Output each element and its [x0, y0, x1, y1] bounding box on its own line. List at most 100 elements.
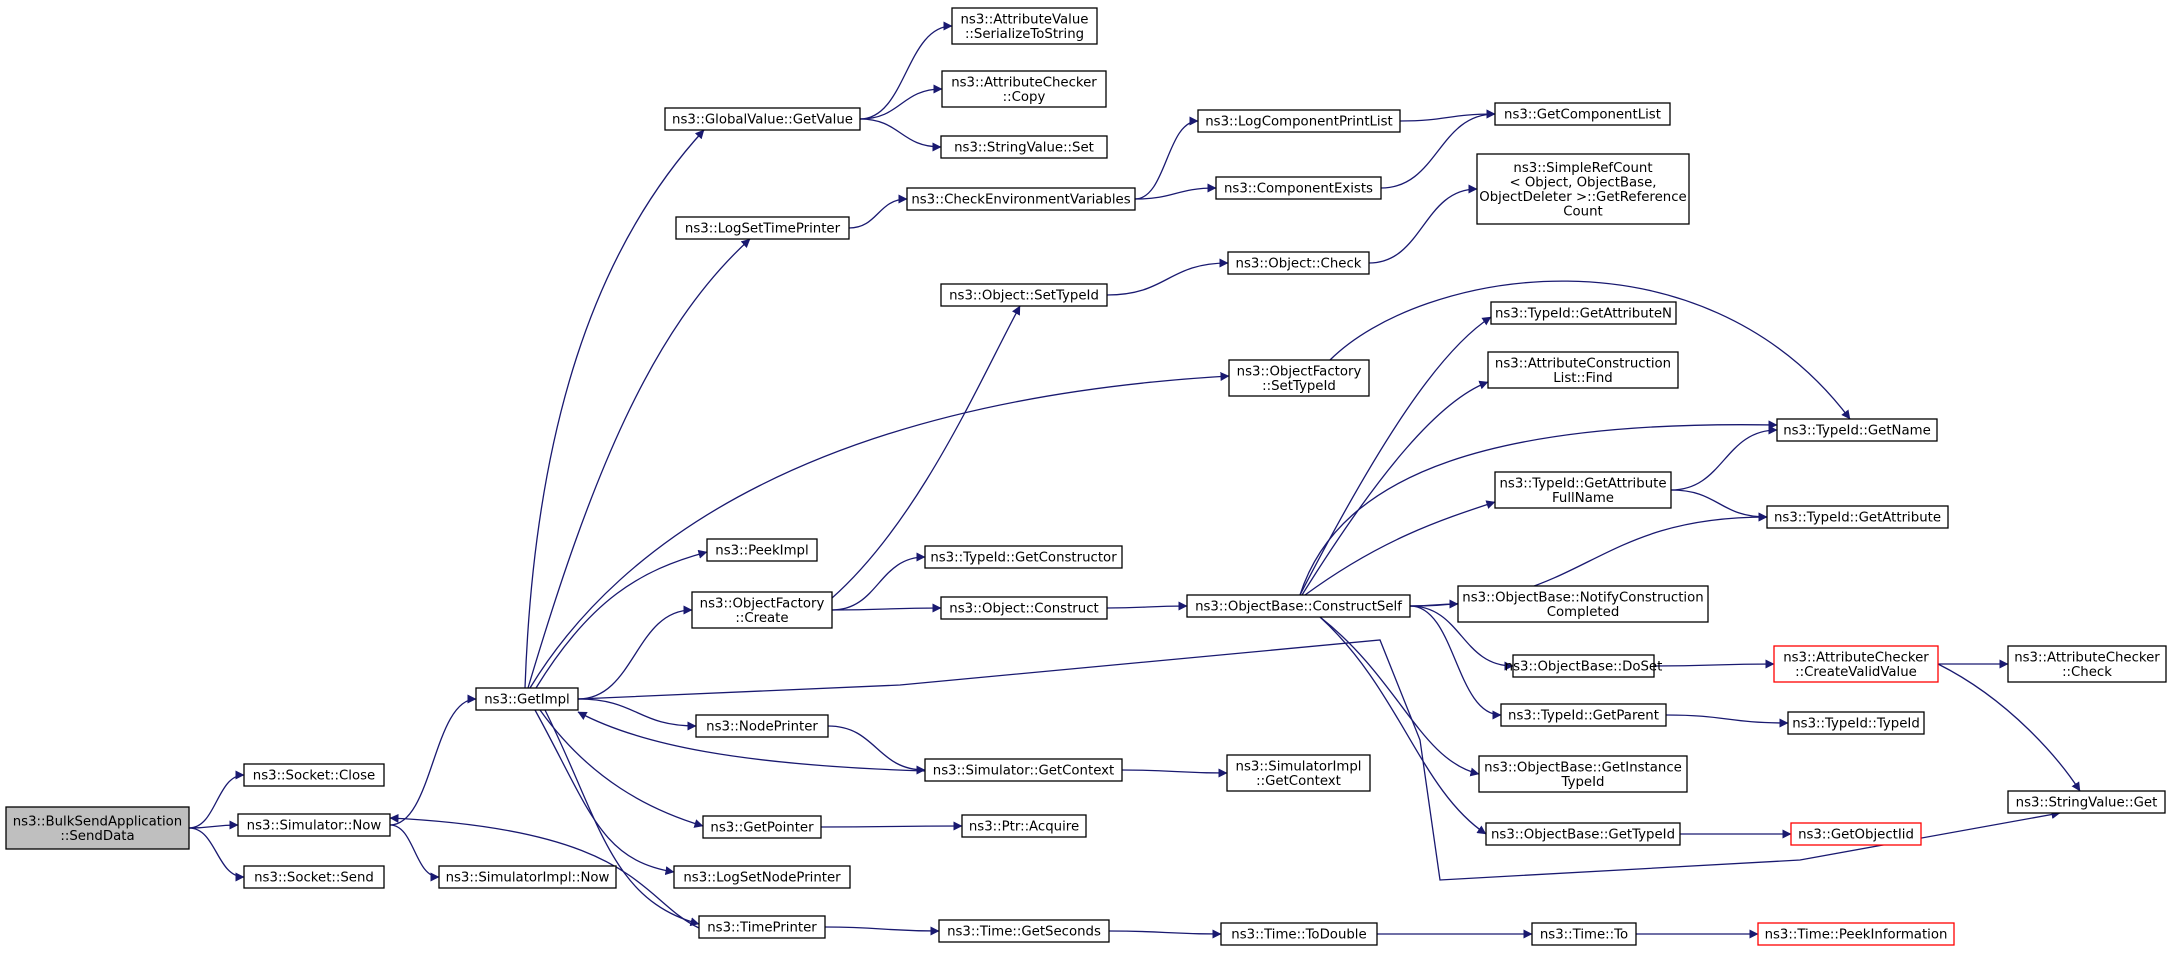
edge-gv_getvalue-to-ac_copy	[859, 84, 943, 120]
node-box	[1485, 822, 1681, 846]
node-ob-gettypeid[interactable]: ns3::ObjectBase::GetTypeId	[1485, 822, 1681, 846]
node-tid-getname[interactable]: ns3::TypeId::GetName	[1776, 418, 1938, 442]
edge-check_env-to-comp_exists	[1134, 183, 1217, 200]
node-typeid-getctor[interactable]: ns3::TypeId::GetConstructor	[924, 545, 1123, 569]
edge-tid_getattrfull-to-tid_getattr	[1670, 489, 1768, 522]
node-time-to[interactable]: ns3::Time::To	[1531, 922, 1637, 946]
edge-ob_constructself-to-acl_find	[1301, 380, 1489, 596]
node-box	[2007, 645, 2167, 683]
node-ptr-acquire[interactable]: ns3::Ptr::Acquire	[961, 814, 1087, 838]
node-box	[706, 538, 818, 562]
edge-tid_getparent-to-tid_typeid	[1665, 714, 1789, 728]
node-box	[1757, 922, 1955, 946]
node-gv-getvalue[interactable]: ns3::GlobalValue::GetValue	[664, 107, 861, 131]
node-label-line: ns3::Object::Check	[1236, 257, 1362, 272]
node-label-line: ns3::GetPointer	[710, 821, 814, 836]
node-label-line: ns3::TypeId::GetConstructor	[930, 551, 1117, 566]
node-label-line: ns3::Time::PeekInformation	[1765, 928, 1948, 943]
edge-ob_constructself-to-tid_getname	[1299, 420, 1778, 596]
edge-gv_getvalue-to-av_serialize	[859, 21, 953, 120]
edge-ob_constructself-to-ob_getinst	[1319, 616, 1480, 777]
node-ob-doset[interactable]: ns3::ObjectBase::DoSet	[1505, 654, 1663, 678]
node-time-getseconds[interactable]: ns3::Time::GetSeconds	[938, 919, 1110, 943]
node-log-set-time[interactable]: ns3::LogSetTimePrinter	[675, 216, 850, 240]
edge-get_impl-to-of_settypeid	[529, 372, 1230, 689]
edge-check_env-to-log_comp_print	[1134, 116, 1199, 200]
node-simimpl-getcontext[interactable]: ns3::SimulatorImpl::GetContext	[1226, 754, 1371, 792]
node-get-objectiid[interactable]: ns3::GetObjectIid	[1790, 822, 1922, 846]
node-box	[1766, 505, 1949, 529]
node-tid-getattr[interactable]: ns3::TypeId::GetAttribute	[1766, 505, 1949, 529]
node-tid-typeid[interactable]: ns3::TypeId::TypeId	[1787, 711, 1925, 735]
node-obj-check[interactable]: ns3::Object::Check	[1227, 251, 1370, 275]
node-tid-getparent[interactable]: ns3::TypeId::GetParent	[1500, 703, 1667, 727]
node-obj-settypeid[interactable]: ns3::Object::SetTypeId	[940, 283, 1108, 307]
edge-log_comp_print-to-get_comp_list	[1399, 109, 1496, 122]
node-label-line: Completed	[1547, 605, 1620, 620]
node-label-line: ns3::ObjectBase::ConstructSelf	[1195, 600, 1402, 615]
node-label-line: ::SendData	[60, 829, 134, 844]
edge-get_pointer-to-ptr_acquire	[820, 821, 963, 831]
edge-ob_constructself-to-ob_doset	[1409, 605, 1514, 671]
node-box	[664, 107, 861, 131]
node-of-create[interactable]: ns3::ObjectFactory::Create	[691, 591, 833, 629]
node-log-set-node[interactable]: ns3::LogSetNodePrinter	[673, 865, 851, 889]
node-tid-getattrn[interactable]: ns3::TypeId::GetAttributeN	[1490, 301, 1677, 325]
node-box	[961, 814, 1087, 838]
edges-layer	[188, 21, 2081, 939]
node-time-peekinfo[interactable]: ns3::Time::PeekInformation	[1757, 922, 1955, 946]
node-sim-now[interactable]: ns3::Simulator::Now	[237, 813, 391, 837]
node-ob-notify[interactable]: ns3::ObjectBase::NotifyConstructionCompl…	[1457, 585, 1709, 623]
node-simimpl-now[interactable]: ns3::SimulatorImpl::Now	[438, 865, 617, 889]
node-check-env[interactable]: ns3::CheckEnvironmentVariables	[906, 187, 1136, 211]
node-time-todouble[interactable]: ns3::Time::ToDouble	[1220, 922, 1378, 946]
node-box	[5, 806, 190, 850]
node-get-comp-list[interactable]: ns3::GetComponentList	[1494, 102, 1671, 126]
node-get-impl[interactable]: ns3::GetImpl	[475, 687, 579, 711]
node-label-line: ns3::StringValue::Get	[2016, 796, 2158, 811]
node-sim-getcontext[interactable]: ns3::Simulator::GetContext	[924, 758, 1123, 782]
node-label-line: ns3::GlobalValue::GetValue	[672, 113, 853, 128]
node-ac-createvalid[interactable]: ns3::AttributeChecker::CreateValidValue	[1773, 645, 1939, 683]
node-label-line: ns3::TypeId::GetAttributeN	[1495, 307, 1672, 322]
node-label-line: ns3::NodePrinter	[706, 720, 818, 735]
node-box	[673, 865, 851, 889]
node-label-line: ::Check	[2062, 665, 2112, 680]
node-obj-construct[interactable]: ns3::Object::Construct	[940, 596, 1108, 620]
node-log-comp-print[interactable]: ns3::LogComponentPrintList	[1197, 109, 1401, 133]
node-ob-constructself[interactable]: ns3::ObjectBase::ConstructSelf	[1186, 594, 1411, 618]
node-sv-get[interactable]: ns3::StringValue::Get	[2007, 790, 2166, 814]
node-box	[1478, 755, 1688, 793]
node-label-line: ns3::PeekImpl	[715, 544, 808, 559]
node-node-printer[interactable]: ns3::NodePrinter	[695, 714, 829, 738]
node-root[interactable]: ns3::BulkSendApplication::SendData	[5, 806, 190, 850]
node-label-line: ns3::CheckEnvironmentVariables	[911, 193, 1130, 208]
node-ac-copy[interactable]: ns3::AttributeChecker::Copy	[941, 70, 1107, 108]
node-get-pointer[interactable]: ns3::GetPointer	[702, 815, 822, 839]
node-label-line: ObjectDeleter >::GetReference	[1479, 190, 1686, 205]
edge-ob_constructself-to-tid_getparent	[1409, 605, 1502, 720]
node-label-line: ::GetContext	[1256, 774, 1341, 789]
node-label-line: ns3::SimulatorImpl::Now	[446, 871, 610, 886]
node-av-serialize[interactable]: ns3::AttributeValue::SerializeToString	[951, 7, 1098, 45]
node-label-line: ns3::ObjectBase::DoSet	[1505, 660, 1663, 675]
node-comp-exists[interactable]: ns3::ComponentExists	[1215, 176, 1382, 200]
edge-obj_settypeid-to-obj_check	[1106, 258, 1229, 296]
node-sock-send[interactable]: ns3::Socket::Send	[243, 865, 385, 889]
node-src-getref[interactable]: ns3::SimpleRefCount< Object, ObjectBase,…	[1476, 153, 1690, 225]
node-time-printer[interactable]: ns3::TimePrinter	[698, 915, 826, 939]
node-ac-check[interactable]: ns3::AttributeChecker::Check	[2007, 645, 2167, 683]
node-sv-set[interactable]: ns3::StringValue::Set	[940, 135, 1108, 159]
edge-sim_now-to-get_impl	[389, 694, 477, 826]
node-peek-impl[interactable]: ns3::PeekImpl	[706, 538, 818, 562]
node-sock-close[interactable]: ns3::Socket::Close	[243, 763, 385, 787]
node-box	[1226, 754, 1371, 792]
node-box	[1531, 922, 1637, 946]
edge-obj_construct-to-ob_constructself	[1106, 601, 1188, 611]
node-box	[1228, 359, 1370, 397]
node-of-settypeid[interactable]: ns3::ObjectFactory::SetTypeId	[1228, 359, 1370, 397]
